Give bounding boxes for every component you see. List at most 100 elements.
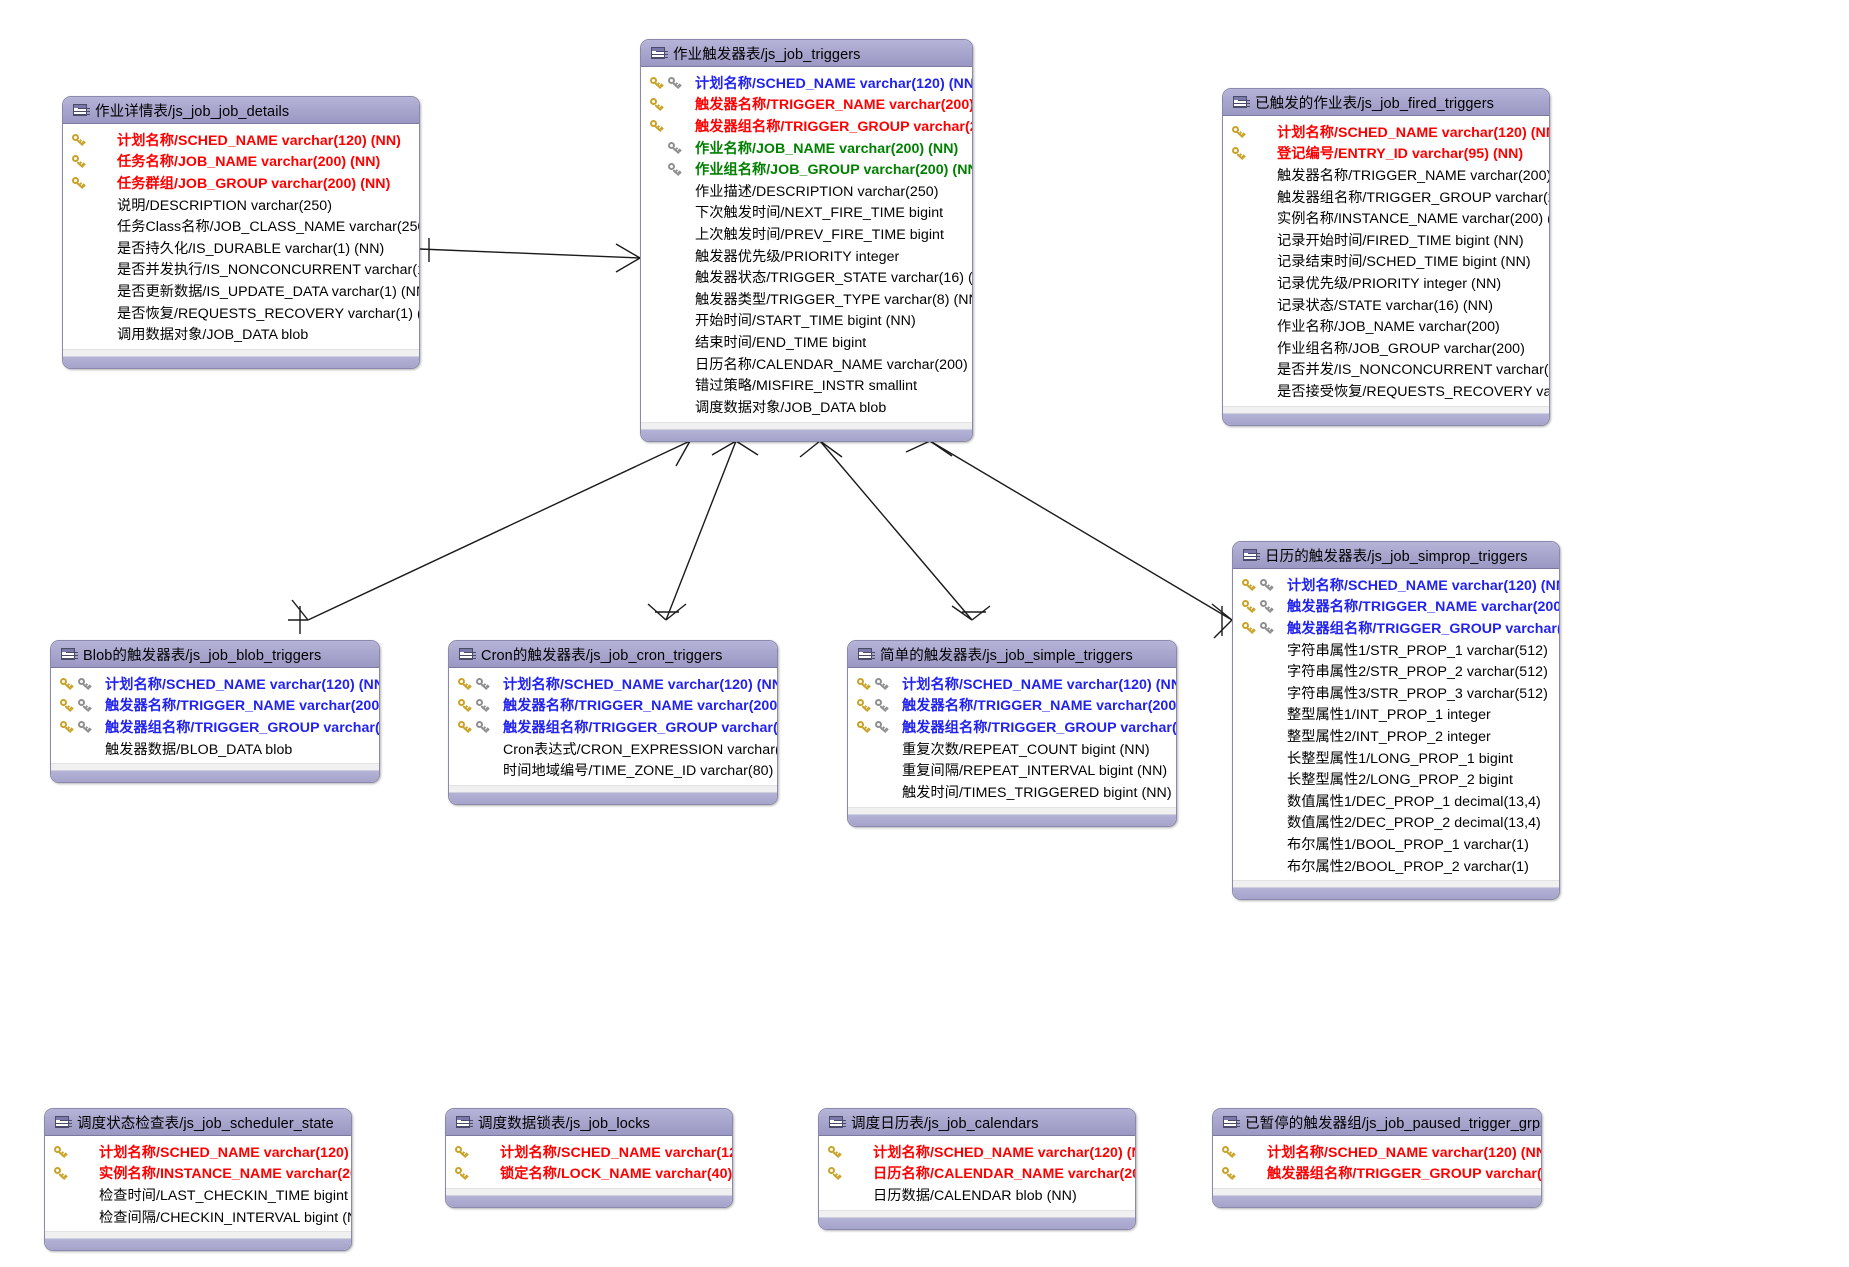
attribute-row[interactable]: 实例名称/INSTANCE_NAME varchar(200) (NN)	[45, 1163, 351, 1185]
attribute-row[interactable]: 计划名称/SCHED_NAME varchar(120) (NN)	[51, 673, 379, 695]
attribute-row[interactable]: 是否更新数据/IS_UPDATE_DATA varchar(1) (NN)	[63, 280, 419, 302]
attribute-row[interactable]: 调度数据对象/JOB_DATA blob	[641, 396, 972, 418]
attribute-row[interactable]: 任务名称/JOB_NAME varchar(200) (NN)	[63, 151, 419, 173]
entity-paused_trigger_grps[interactable]: 已暂停的触发器组/js_job_paused_trigger_grps 计划名称/…	[1212, 1108, 1542, 1209]
attribute-row[interactable]: 触发器状态/TRIGGER_STATE varchar(16) (NN)	[641, 266, 972, 288]
attribute-row[interactable]: 触发器优先级/PRIORITY integer	[641, 245, 972, 267]
attribute-row[interactable]: 日历数据/CALENDAR blob (NN)	[819, 1184, 1135, 1206]
attribute-row[interactable]: 时间地域编号/TIME_ZONE_ID varchar(80)	[449, 759, 777, 781]
attribute-row[interactable]: 锁定名称/LOCK_NAME varchar(40) (NN)	[446, 1163, 732, 1185]
attribute-row[interactable]: 触发器组名称/TRIGGER_GROUP varchar(200) (NN)	[1223, 186, 1549, 208]
attribute-row[interactable]: 触发器名称/TRIGGER_NAME varchar(200) (NN)	[449, 695, 777, 717]
entity-triggers[interactable]: 作业触发器表/js_job_triggers 计划名称/SCHED_NAME va…	[640, 39, 973, 442]
entity-header-fired_triggers[interactable]: 已触发的作业表/js_job_fired_triggers	[1223, 89, 1549, 116]
attribute-row[interactable]: 结束时间/END_TIME bigint	[641, 331, 972, 353]
attribute-row[interactable]: 触发器组名称/TRIGGER_GROUP varchar(200) (NN)	[449, 716, 777, 738]
entity-locks[interactable]: 调度数据锁表/js_job_locks 计划名称/SCHED_NAME varch…	[445, 1108, 733, 1209]
attribute-row[interactable]: 记录优先级/PRIORITY integer (NN)	[1223, 272, 1549, 294]
attribute-row[interactable]: 记录开始时间/FIRED_TIME bigint (NN)	[1223, 229, 1549, 251]
attribute-row[interactable]: 下次触发时间/NEXT_FIRE_TIME bigint	[641, 202, 972, 224]
entity-header-locks[interactable]: 调度数据锁表/js_job_locks	[446, 1109, 732, 1136]
attribute-row[interactable]: 数值属性2/DEC_PROP_2 decimal(13,4)	[1233, 812, 1559, 834]
entity-fired_triggers[interactable]: 已触发的作业表/js_job_fired_triggers 计划名称/SCHED_…	[1222, 88, 1550, 426]
attribute-row[interactable]: 触发器名称/TRIGGER_NAME varchar(200) (NN)	[641, 94, 972, 116]
attribute-row[interactable]: 计划名称/SCHED_NAME varchar(120) (NN)	[449, 673, 777, 695]
attribute-row[interactable]: 计划名称/SCHED_NAME varchar(120) (NN)	[641, 72, 972, 94]
entity-header-simple_triggers[interactable]: 简单的触发器表/js_job_simple_triggers	[848, 641, 1176, 668]
attribute-row[interactable]: 字符串属性2/STR_PROP_2 varchar(512)	[1233, 660, 1559, 682]
attribute-row[interactable]: 计划名称/SCHED_NAME varchar(120) (NN)	[1223, 121, 1549, 143]
attribute-row[interactable]: 计划名称/SCHED_NAME varchar(120) (NN)	[819, 1141, 1135, 1163]
attribute-row[interactable]: 调用数据对象/JOB_DATA blob	[63, 323, 419, 345]
attribute-row[interactable]: 检查间隔/CHECKIN_INTERVAL bigint (NN)	[45, 1206, 351, 1228]
attribute-row[interactable]: 登记编号/ENTRY_ID varchar(95) (NN)	[1223, 143, 1549, 165]
attribute-row[interactable]: 记录状态/STATE varchar(16) (NN)	[1223, 294, 1549, 316]
attribute-row[interactable]: 触发器组名称/TRIGGER_GROUP varchar(200) (NN)	[848, 716, 1176, 738]
entity-header-paused_trigger_grps[interactable]: 已暂停的触发器组/js_job_paused_trigger_grps	[1213, 1109, 1541, 1136]
attribute-row[interactable]: 是否接受恢复/REQUESTS_RECOVERY varchar(1)	[1223, 380, 1549, 402]
entity-header-calendars[interactable]: 调度日历表/js_job_calendars	[819, 1109, 1135, 1136]
entity-header-job_details[interactable]: 作业详情表/js_job_job_details	[63, 97, 419, 124]
entity-header-simprop_triggers[interactable]: 日历的触发器表/js_job_simprop_triggers	[1233, 542, 1559, 569]
attribute-row[interactable]: 整型属性2/INT_PROP_2 integer	[1233, 725, 1559, 747]
attribute-row[interactable]: 作业名称/JOB_NAME varchar(200)	[1223, 315, 1549, 337]
attribute-row[interactable]: 计划名称/SCHED_NAME varchar(120) (NN)	[1233, 574, 1559, 596]
attribute-row[interactable]: 触发时间/TIMES_TRIGGERED bigint (NN)	[848, 781, 1176, 803]
attribute-row[interactable]: 触发器组名称/TRIGGER_GROUP varchar(200) (NN)	[51, 716, 379, 738]
attribute-row[interactable]: 作业组名称/JOB_GROUP varchar(200)	[1223, 337, 1549, 359]
attribute-row[interactable]: 触发器组名称/TRIGGER_GROUP varchar(200) (NN)	[1213, 1163, 1541, 1185]
attribute-row[interactable]: 日历名称/CALENDAR_NAME varchar(200) (NN)	[819, 1163, 1135, 1185]
entity-header-cron_triggers[interactable]: Cron的触发器表/js_job_cron_triggers	[449, 641, 777, 668]
attribute-row[interactable]: Cron表达式/CRON_EXPRESSION varchar(120) (NN…	[449, 738, 777, 760]
attribute-row[interactable]: 计划名称/SCHED_NAME varchar(120) (NN)	[1213, 1141, 1541, 1163]
attribute-row[interactable]: 任务Class名称/JOB_CLASS_NAME varchar(250) (N…	[63, 215, 419, 237]
attribute-row[interactable]: 重复间隔/REPEAT_INTERVAL bigint (NN)	[848, 759, 1176, 781]
attribute-row[interactable]: 说明/DESCRIPTION varchar(250)	[63, 194, 419, 216]
attribute-row[interactable]: 触发器名称/TRIGGER_NAME varchar(200) (NN)	[1223, 164, 1549, 186]
attribute-row[interactable]: 触发器数据/BLOB_DATA blob	[51, 738, 379, 760]
attribute-row[interactable]: 触发器组名称/TRIGGER_GROUP varchar(200) (NN)	[1233, 617, 1559, 639]
attribute-row[interactable]: 重复次数/REPEAT_COUNT bigint (NN)	[848, 738, 1176, 760]
attribute-row[interactable]: 触发器类型/TRIGGER_TYPE varchar(8) (NN)	[641, 288, 972, 310]
attribute-row[interactable]: 检查时间/LAST_CHECKIN_TIME bigint (NN)	[45, 1184, 351, 1206]
attribute-row[interactable]: 是否持久化/IS_DURABLE varchar(1) (NN)	[63, 237, 419, 259]
attribute-row[interactable]: 日历名称/CALENDAR_NAME varchar(200)	[641, 353, 972, 375]
attribute-row[interactable]: 数值属性1/DEC_PROP_1 decimal(13,4)	[1233, 790, 1559, 812]
attribute-row[interactable]: 布尔属性2/BOOL_PROP_2 varchar(1)	[1233, 855, 1559, 877]
attribute-row[interactable]: 作业名称/JOB_NAME varchar(200) (NN)	[641, 137, 972, 159]
attribute-row[interactable]: 触发器名称/TRIGGER_NAME varchar(200) (NN)	[51, 695, 379, 717]
entity-header-blob_triggers[interactable]: Blob的触发器表/js_job_blob_triggers	[51, 641, 379, 668]
entity-header-triggers[interactable]: 作业触发器表/js_job_triggers	[641, 40, 972, 67]
attribute-row[interactable]: 字符串属性3/STR_PROP_3 varchar(512)	[1233, 682, 1559, 704]
entity-cron_triggers[interactable]: Cron的触发器表/js_job_cron_triggers 计划名称/SCHED…	[448, 640, 778, 805]
entity-calendars[interactable]: 调度日历表/js_job_calendars 计划名称/SCHED_NAME va…	[818, 1108, 1136, 1230]
entity-simple_triggers[interactable]: 简单的触发器表/js_job_simple_triggers 计划名称/SCHED…	[847, 640, 1177, 827]
attribute-row[interactable]: 记录结束时间/SCHED_TIME bigint (NN)	[1223, 251, 1549, 273]
attribute-row[interactable]: 计划名称/SCHED_NAME varchar(120) (NN)	[848, 673, 1176, 695]
attribute-row[interactable]: 长整型属性2/LONG_PROP_2 bigint	[1233, 768, 1559, 790]
attribute-row[interactable]: 触发器组名称/TRIGGER_GROUP varchar(200) (NN)	[641, 115, 972, 137]
attribute-row[interactable]: 上次触发时间/PREV_FIRE_TIME bigint	[641, 223, 972, 245]
attribute-row[interactable]: 触发器名称/TRIGGER_NAME varchar(200) (NN)	[1233, 596, 1559, 618]
attribute-row[interactable]: 计划名称/SCHED_NAME varchar(120) (NN)	[45, 1141, 351, 1163]
attribute-row[interactable]: 错过策略/MISFIRE_INSTR smallint	[641, 374, 972, 396]
attribute-row[interactable]: 作业组名称/JOB_GROUP varchar(200) (NN)	[641, 158, 972, 180]
attribute-row[interactable]: 整型属性1/INT_PROP_1 integer	[1233, 704, 1559, 726]
entity-header-scheduler_state[interactable]: 调度状态检查表/js_job_scheduler_state	[45, 1109, 351, 1136]
attribute-row[interactable]: 是否并发/IS_NONCONCURRENT varchar(1)	[1223, 359, 1549, 381]
attribute-row[interactable]: 任务群组/JOB_GROUP varchar(200) (NN)	[63, 172, 419, 194]
attribute-row[interactable]: 实例名称/INSTANCE_NAME varchar(200) (NN)	[1223, 207, 1549, 229]
attribute-row[interactable]: 是否恢复/REQUESTS_RECOVERY varchar(1) (NN)	[63, 302, 419, 324]
entity-scheduler_state[interactable]: 调度状态检查表/js_job_scheduler_state 计划名称/SCHED…	[44, 1108, 352, 1252]
attribute-row[interactable]: 长整型属性1/LONG_PROP_1 bigint	[1233, 747, 1559, 769]
attribute-row[interactable]: 是否并发执行/IS_NONCONCURRENT varchar(1) (NN)	[63, 259, 419, 281]
attribute-row[interactable]: 开始时间/START_TIME bigint (NN)	[641, 310, 972, 332]
attribute-row[interactable]: 作业描述/DESCRIPTION varchar(250)	[641, 180, 972, 202]
attribute-row[interactable]: 计划名称/SCHED_NAME varchar(120) (NN)	[446, 1141, 732, 1163]
entity-simprop_triggers[interactable]: 日历的触发器表/js_job_simprop_triggers 计划名称/SCHE…	[1232, 541, 1560, 901]
attribute-row[interactable]: 字符串属性1/STR_PROP_1 varchar(512)	[1233, 639, 1559, 661]
attribute-row[interactable]: 计划名称/SCHED_NAME varchar(120) (NN)	[63, 129, 419, 151]
attribute-row[interactable]: 触发器名称/TRIGGER_NAME varchar(200) (NN)	[848, 695, 1176, 717]
attribute-row[interactable]: 布尔属性1/BOOL_PROP_1 varchar(1)	[1233, 833, 1559, 855]
entity-blob_triggers[interactable]: Blob的触发器表/js_job_blob_triggers 计划名称/SCHED…	[50, 640, 380, 784]
